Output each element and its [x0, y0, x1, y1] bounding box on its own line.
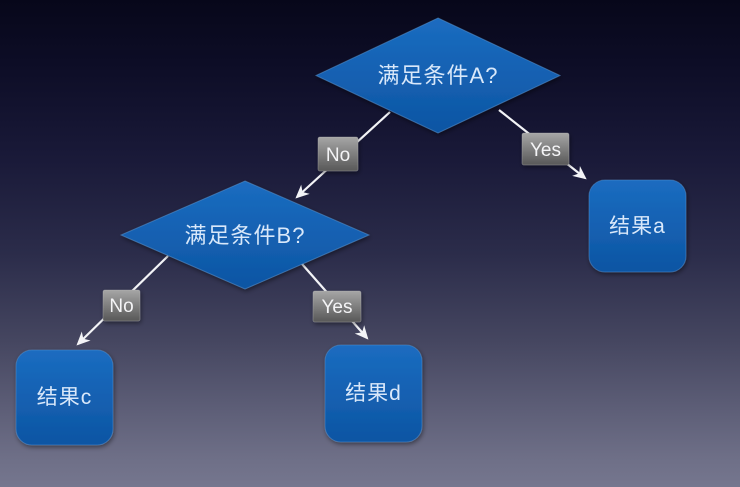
result-node-c: 结果c: [15, 349, 114, 446]
result-c-shape: [15, 349, 114, 446]
decision-b-shape: [119, 180, 371, 290]
edge-label-b-yes-box: [312, 290, 362, 323]
edge-label-a-no-box: [317, 136, 359, 172]
decision-a-shape: [314, 17, 562, 134]
edge-label-a-no-text: No: [326, 145, 350, 166]
edge-label-a-yes-box: [521, 132, 570, 166]
decision-node-b: 满足条件B?: [119, 180, 371, 290]
edge-label-b-yes: Yes: [312, 290, 362, 323]
result-node-a: 结果a: [588, 179, 687, 273]
result-d-label: 结果d: [345, 382, 402, 405]
result-c-label: 结果c: [37, 386, 93, 409]
result-d-shape: [324, 344, 423, 443]
result-a-shape: [588, 179, 687, 273]
edge-label-b-yes-text: Yes: [322, 297, 353, 318]
decision-a-label: 满足条件A?: [378, 63, 499, 88]
edge-label-b-no-text: No: [109, 296, 133, 317]
edge-label-b-no: No: [102, 289, 141, 322]
edge-label-b-no-box: [102, 289, 141, 322]
edge-label-a-yes: Yes: [521, 132, 570, 166]
result-a-label: 结果a: [609, 215, 666, 238]
decision-node-a: 满足条件A?: [314, 17, 562, 134]
edge-label-a-yes-text: Yes: [530, 140, 561, 161]
result-node-d: 结果d: [324, 344, 423, 443]
edge-label-a-no: No: [317, 136, 359, 172]
decision-b-label: 满足条件B?: [185, 223, 306, 248]
